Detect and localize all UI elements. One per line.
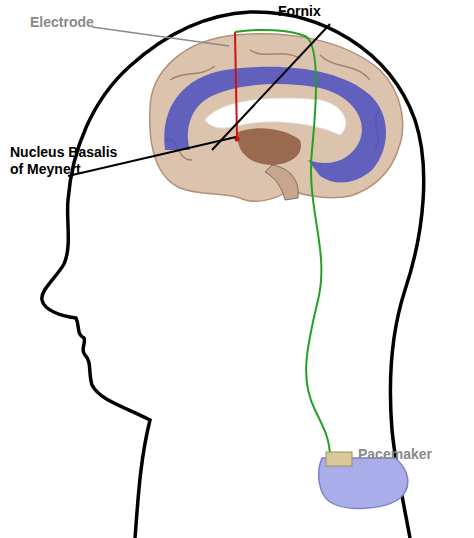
part-label: Pacemaker [358, 446, 432, 463]
brain [150, 34, 403, 201]
extension-wire [235, 30, 330, 458]
part-label: Nucleus Basalis of Meynert [10, 144, 132, 178]
electrode-lead [235, 32, 237, 138]
corpus-callosum [205, 98, 346, 135]
thalamus [238, 128, 301, 165]
leader-line [92, 27, 229, 46]
leader-line [212, 24, 330, 150]
part-label: Electrode [30, 14, 94, 31]
brainstem [265, 165, 298, 200]
pacemaker-header [326, 452, 352, 466]
part-label: Fornix [278, 3, 321, 20]
